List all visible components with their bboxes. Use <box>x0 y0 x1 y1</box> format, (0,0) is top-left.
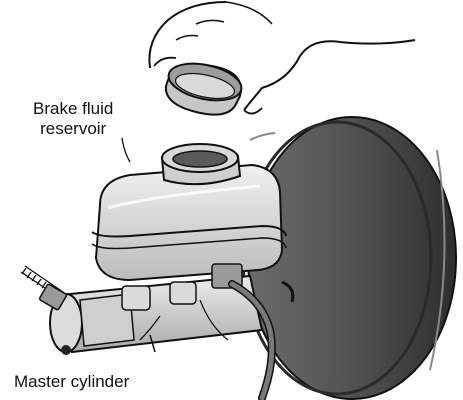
reservoir-label-line2: reservoir <box>33 119 113 139</box>
brake-fluid-reservoir <box>92 144 286 288</box>
reservoir-label-line1: Brake fluid <box>33 99 113 119</box>
reservoir-cap <box>165 58 244 115</box>
reservoir-label: Brake fluid reservoir <box>33 99 113 139</box>
brake-line-fitting <box>21 266 67 310</box>
master-cylinder-label: Master cylinder <box>14 372 129 392</box>
reservoir-leader-line <box>122 138 130 162</box>
bleed-port <box>61 345 71 355</box>
